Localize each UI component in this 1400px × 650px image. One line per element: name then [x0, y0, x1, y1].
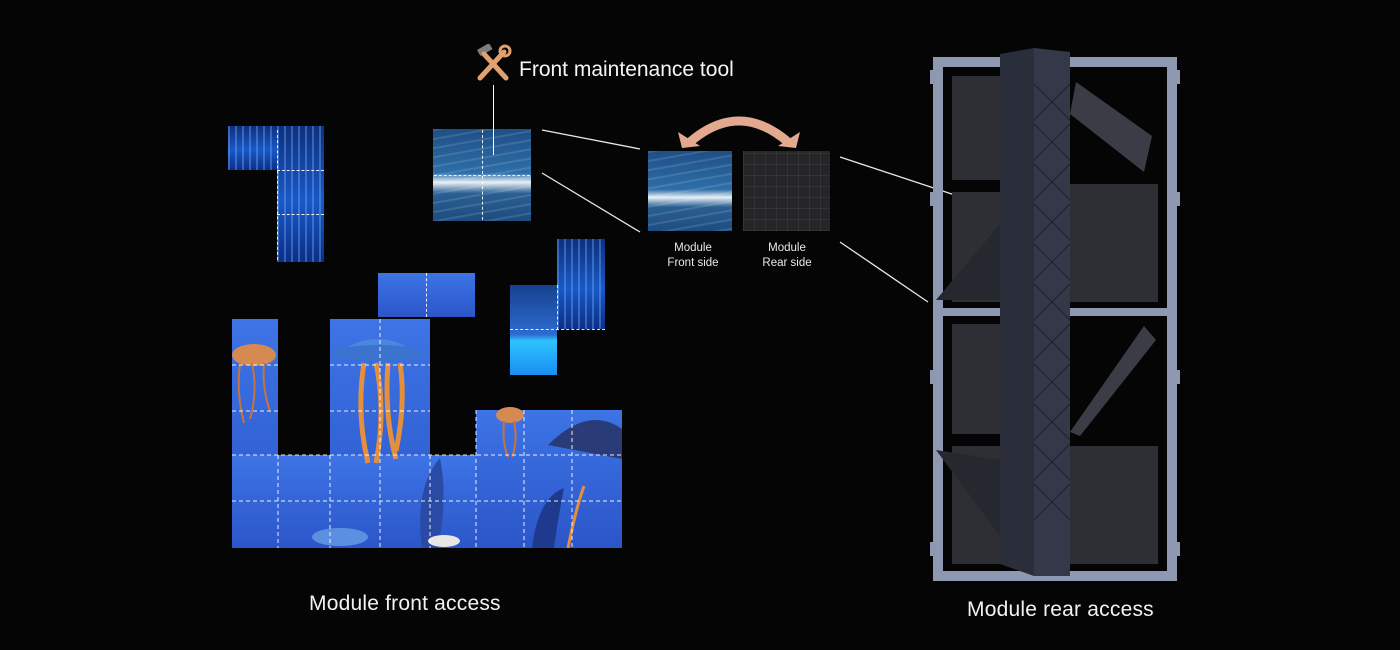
- display-tile-stair-top: [557, 239, 605, 329]
- tool-label: Front maintenance tool: [519, 58, 734, 81]
- display-tile-waterfall-l-stem: [277, 126, 324, 262]
- jellyfish-artwork: [232, 319, 622, 548]
- module-rear-line1: Module: [768, 242, 806, 254]
- swap-arrow-icon: [678, 116, 800, 148]
- module-front-line2: Front side: [667, 257, 719, 269]
- caption-rear-access: Module rear access: [967, 598, 1154, 621]
- module-front-image: [648, 151, 732, 231]
- module-front-line1: Module: [674, 242, 712, 254]
- module-rear-line2: Rear side: [762, 257, 812, 269]
- module-rear-label: Module Rear side: [742, 241, 832, 271]
- caption-front-access: Module front access: [309, 592, 501, 615]
- tool-pointer-line: [493, 85, 494, 155]
- module-front-label: Module Front side: [648, 241, 738, 271]
- display-tile-stair-low: [510, 285, 557, 375]
- module-rear-image: [743, 151, 830, 231]
- cabinet-rear-illustration: [930, 48, 1180, 581]
- wrench-hammer-icon: [477, 44, 512, 81]
